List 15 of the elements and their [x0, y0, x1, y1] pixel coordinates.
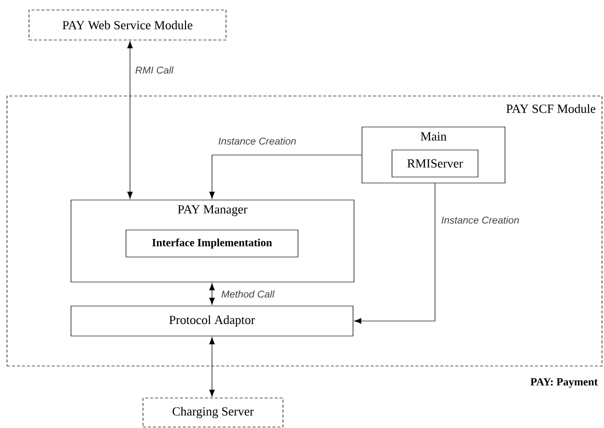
module-box: PAY Web Service Module [28, 10, 226, 40]
arrow [209, 337, 215, 397]
server-box: Charging Server [142, 398, 284, 428]
edge-label: Instance Creation [217, 136, 298, 146]
edge-label: RMI Call [134, 65, 174, 75]
edge-label: Method Call [220, 289, 276, 299]
arrow [127, 41, 133, 199]
arrow [209, 154, 362, 199]
arrow [354, 183, 436, 324]
arrow [209, 283, 215, 305]
component-box: RMIServer [392, 150, 478, 178]
component-box: Interface Implementation [126, 230, 298, 258]
edge-label: Instance Creation [440, 215, 520, 225]
component-box: Protocol Adaptor [70, 306, 354, 336]
note-text: PAY: Payment [530, 378, 598, 388]
